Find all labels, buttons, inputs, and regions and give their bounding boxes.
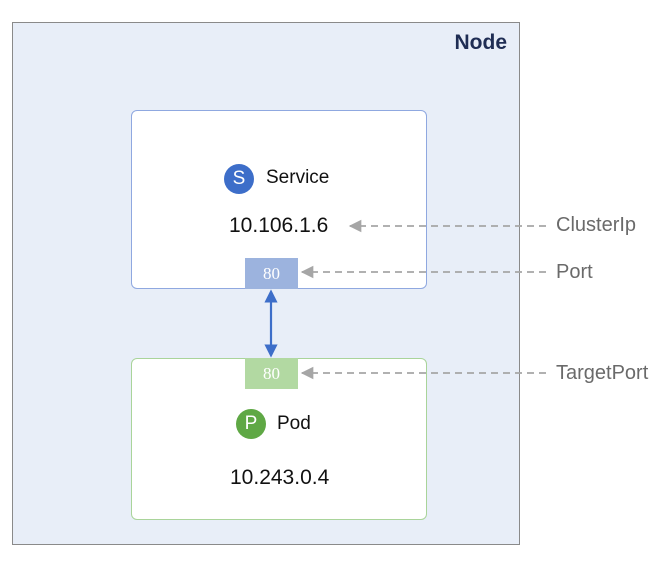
service-label: Service [266, 167, 330, 188]
service-badge-icon: S [224, 164, 254, 194]
service-ip: 10.106.1.6 [229, 214, 329, 237]
service-port: 80 [245, 258, 298, 289]
node-title: Node [454, 31, 508, 54]
callout-port: Port [556, 261, 593, 283]
pod-ip: 10.243.0.4 [230, 466, 330, 489]
callout-clusterip: ClusterIp [556, 214, 637, 236]
pod-badge-icon: P [236, 409, 266, 439]
pod-target-port: 80 [245, 358, 298, 389]
callout-targetport: TargetPort [556, 362, 649, 384]
pod-label: Pod [277, 413, 311, 434]
